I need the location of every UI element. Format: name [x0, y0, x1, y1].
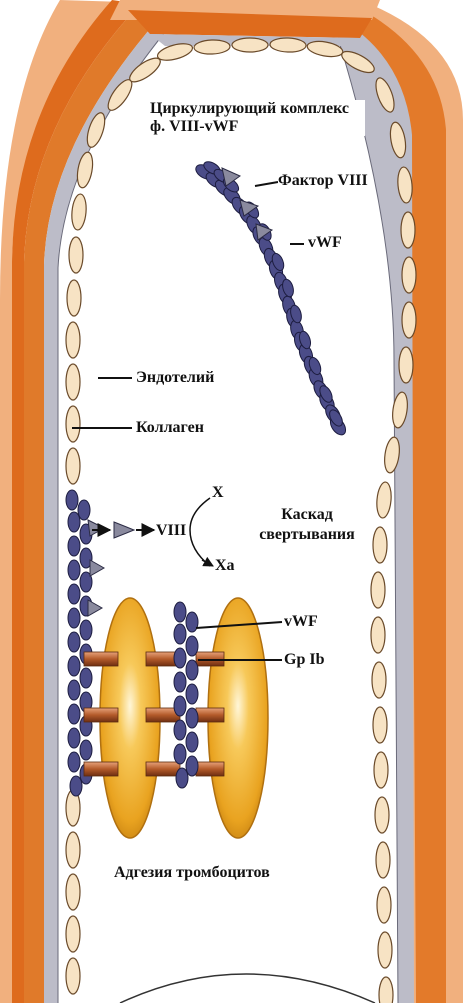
viii-label: VIII [156, 522, 186, 540]
factor-viii-molecules [222, 168, 272, 240]
vessel-lumen-curve [120, 974, 375, 1003]
left-vessel-wall [0, 0, 180, 1003]
x-label: X [212, 484, 224, 502]
vwf-label-bottom: vWF [284, 613, 318, 631]
circulating-vwf-strand [193, 159, 348, 437]
endothelium-label: Эндотелий [136, 369, 214, 387]
cascade-arrows [92, 498, 213, 566]
factor-viii-label: Фактор VIII [278, 172, 368, 190]
circulating-complex-label: Циркулирующий комплекс ф. VIII-vWF [150, 100, 365, 136]
platelet-adhesion-label: Адгезия тромбоцитов [114, 864, 270, 882]
xa-label: Xa [215, 557, 235, 575]
coagulation-cascade-label: Каскад свертывания [252, 505, 362, 545]
bridging-vwf [174, 602, 198, 788]
vwf-label-top: vWF [308, 234, 342, 252]
gp-ib-label: Gp Ib [284, 651, 324, 669]
collagen-label: Коллаген [136, 419, 204, 437]
wall-bound-vwf [66, 490, 92, 796]
